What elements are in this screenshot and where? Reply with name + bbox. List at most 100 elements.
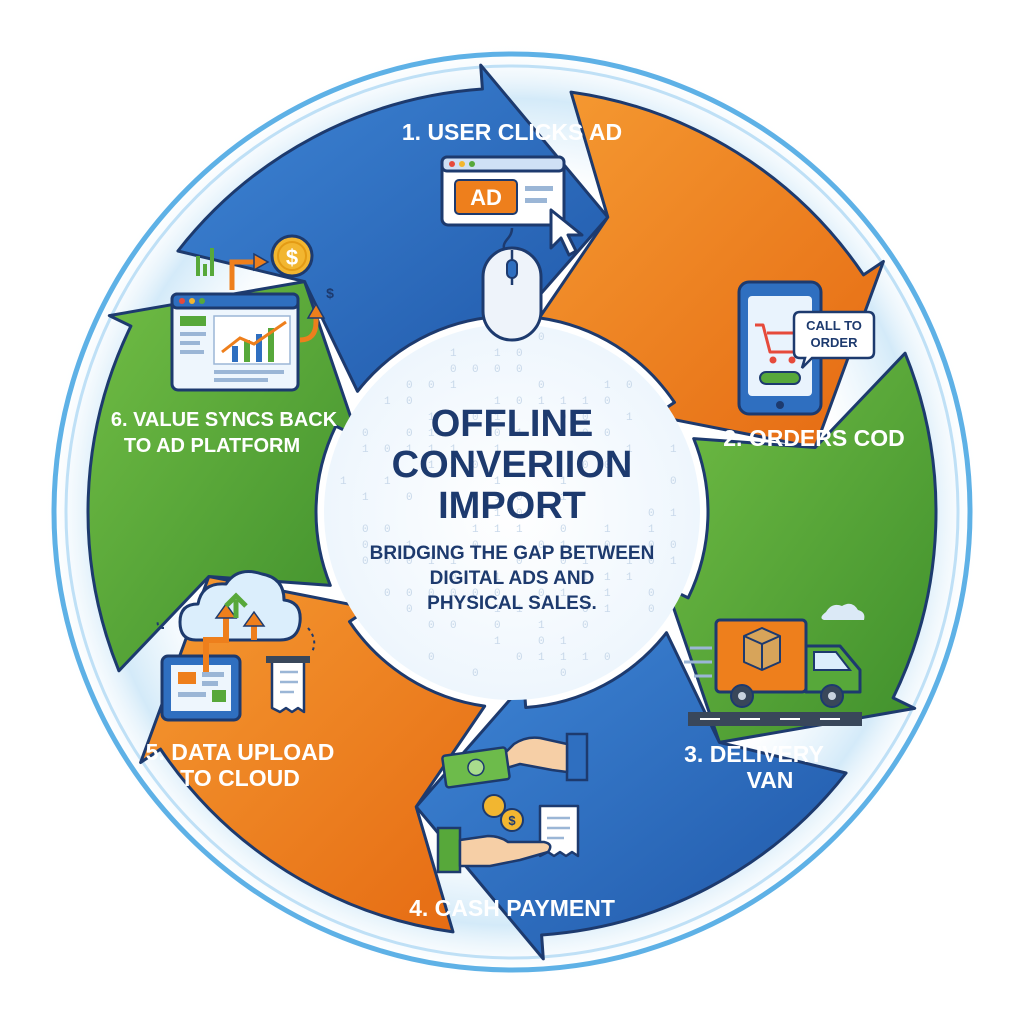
binary-digit: 1 (428, 556, 435, 568)
binary-digit: 0 (604, 428, 611, 440)
binary-digit: 0 (560, 412, 567, 424)
svg-text:$: $ (508, 813, 516, 828)
binary-digit: 1 (494, 348, 501, 360)
binary-digit: 1 (428, 460, 435, 472)
binary-digit: 1 (670, 508, 677, 520)
binary-digit: 0 (582, 412, 589, 424)
binary-digit: 1 (626, 572, 633, 584)
binary-digit: 1 (582, 652, 589, 664)
binary-digit: 1 (626, 444, 633, 456)
binary-digit: 1 (450, 460, 457, 472)
binary-digit: 1 (406, 444, 413, 456)
center-disc (324, 324, 700, 700)
binary-digit: 0 (582, 620, 589, 632)
binary-digit: 0 (494, 588, 501, 600)
subtitle-line-1: BRIDGING THE GAP BETWEEN (370, 543, 655, 564)
binary-digit: 0 (428, 588, 435, 600)
binary-digit: 1 (604, 524, 611, 536)
binary-digit: 1 (450, 380, 457, 392)
binary-digit: 0 (384, 588, 391, 600)
binary-digit: 1 (494, 636, 501, 648)
binary-digit: 1 (604, 380, 611, 392)
svg-text:$: $ (326, 285, 334, 301)
binary-digit: 1 (494, 396, 501, 408)
binary-digit: 0 (406, 588, 413, 600)
binary-digit: 1 (362, 492, 369, 504)
binary-digit: 0 (428, 620, 435, 632)
outer-ring (51, 51, 973, 973)
binary-digit: 1 (604, 604, 611, 616)
subtitle-line-3: PHYSICAL SALES. (427, 593, 597, 614)
binary-digit: 0 (582, 428, 589, 440)
binary-digit: 1 (670, 556, 677, 568)
binary-digit: 0 (670, 476, 677, 488)
cycle-arrow-step-4 (414, 631, 848, 961)
binary-digit: 1 (560, 476, 567, 488)
binary-digit: 0 (560, 668, 567, 680)
binary-digit: 1 (428, 444, 435, 456)
cloud-upload-icon (156, 570, 316, 722)
analytics-sync-icon: $ $ (170, 234, 334, 392)
binary-digit: 1 (538, 652, 545, 664)
binary-digit: 0 (406, 380, 413, 392)
binary-digit: 0 (538, 540, 545, 552)
binary-digit: 1 (560, 636, 567, 648)
binary-digit: 1 (494, 492, 501, 504)
binary-digit: 0 (516, 508, 523, 520)
binary-digit: 0 (604, 460, 611, 472)
binary-digit: 0 (428, 652, 435, 664)
binary-digit: 1 (384, 396, 391, 408)
binary-digit: 1 (384, 476, 391, 488)
binary-digit: 1 (560, 588, 567, 600)
binary-digit: 1 (494, 476, 501, 488)
binary-digit: 0 (626, 380, 633, 392)
binary-digit: 1 (450, 556, 457, 568)
binary-digit: 0 (362, 428, 369, 440)
title-line-3: IMPORT (438, 485, 586, 527)
binary-digit: 1 (450, 444, 457, 456)
step-6-label-line-1: 6. VALUE SYNCS BACK (111, 409, 338, 431)
binary-digit: 0 (384, 524, 391, 536)
step-2-label: 2. ORDERS COD (723, 425, 904, 451)
binary-digit: 0 (670, 540, 677, 552)
binary-digit: 0 (384, 556, 391, 568)
binary-digit: 0 (494, 428, 501, 440)
binary-digit: 0 (648, 604, 655, 616)
binary-digit: 1 (582, 572, 589, 584)
binary-digit: 0 (450, 572, 457, 584)
step-5-label-line-1: 5. DATA UPLOAD (146, 739, 335, 765)
binary-digit: 1 (450, 348, 457, 360)
binary-digit: 1 (560, 492, 567, 504)
step-5-label-line-2: TO CLOUD (180, 765, 300, 791)
binary-digit: 0 (406, 604, 413, 616)
binary-digit: 0 (538, 588, 545, 600)
ad-click-icon: AD (440, 155, 584, 342)
binary-digit: 0 (538, 332, 545, 344)
binary-digit: 0 (472, 508, 479, 520)
binary-digit: 0 (406, 428, 413, 440)
title-line-1: OFFLINE (431, 403, 594, 445)
binary-digit: 1 (516, 524, 523, 536)
binary-digit: 1 (560, 652, 567, 664)
binary-digit: 0 (538, 636, 545, 648)
binary-digit: 1 (428, 412, 435, 424)
binary-digit: 0 (450, 492, 457, 504)
binary-digit: 0 (362, 540, 369, 552)
binary-digit: 0 (472, 492, 479, 504)
step-3-label-line-2: VAN (747, 767, 794, 793)
binary-digit: 1 (516, 604, 523, 616)
binary-digit: 1 (494, 524, 501, 536)
binary-background: 1 0 1 1 0 0 0 1 0 1 0 0 0 0 0 0 1 0 1 0 0 0 0 1 1 1 1 1 0 0 0 1 0 1 1 1 0 1 0 0… (340, 332, 677, 680)
binary-digit: 1 (538, 508, 545, 520)
binary-digit: 0 (406, 492, 413, 504)
binary-digit: 0 (648, 588, 655, 600)
binary-digit: 0 (560, 524, 567, 536)
binary-digit: 1 (494, 604, 501, 616)
binary-digit: 0 (428, 380, 435, 392)
binary-digit: 0 (472, 460, 479, 472)
binary-digit: 1 (362, 444, 369, 456)
cash-payment-icon: $ (436, 732, 589, 874)
binary-digit: 0 (516, 364, 523, 376)
binary-digit: 0 (472, 364, 479, 376)
binary-digit: 1 (406, 540, 413, 552)
